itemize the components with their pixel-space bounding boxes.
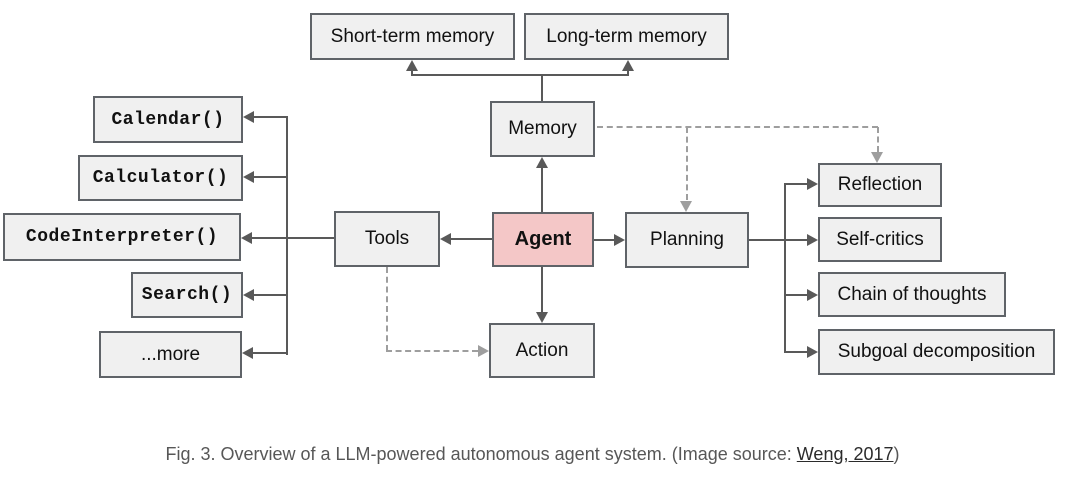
caption-source-link[interactable]: Weng, 2017	[796, 444, 894, 464]
edge-tools-code-interpreter-line	[250, 237, 334, 239]
edge-agent-action-line	[541, 267, 543, 313]
dashed-edge-memory-planning	[686, 127, 688, 200]
arrowhead-to-memory	[536, 157, 548, 168]
node-agent: Agent	[492, 212, 594, 267]
edge-planning-trunk-line	[749, 239, 786, 241]
edge-memory-trunk-line	[541, 74, 543, 101]
arrowhead-to-reflection	[807, 178, 818, 190]
edge-planning-subgoal-line	[786, 351, 809, 353]
edge-agent-memory-line	[541, 166, 543, 212]
node-planning: Planning	[625, 212, 749, 268]
dashed-arrowhead-to-reflection	[871, 152, 883, 163]
edge-tools-search-line	[252, 294, 288, 296]
arrowhead-to-planning	[614, 234, 625, 246]
arrowhead-to-self-critics	[807, 234, 818, 246]
edge-agent-planning-line	[594, 239, 616, 241]
figure-caption: Fig. 3. Overview of a LLM-powered autono…	[0, 444, 1065, 465]
caption-prefix: Fig. 3. Overview of a LLM-powered autono…	[165, 444, 797, 464]
arrowhead-to-chain-of-thoughts	[807, 289, 818, 301]
node-code-interpreter: CodeInterpreter()	[3, 213, 241, 261]
node-reflection: Reflection	[818, 163, 942, 207]
node-action: Action	[489, 323, 595, 378]
edge-tools-calculator-line	[252, 176, 288, 178]
node-more: ...more	[99, 331, 242, 378]
node-search: Search()	[131, 272, 243, 318]
node-subgoal-decomposition: Subgoal decomposition	[818, 329, 1055, 375]
arrowhead-to-calendar	[243, 111, 254, 123]
arrowhead-to-subgoal-decomposition	[807, 346, 818, 358]
edge-memory-long-term-line	[627, 68, 629, 76]
dashed-edge-memory-reflection	[877, 127, 879, 152]
node-chain-of-thoughts: Chain of thoughts	[818, 272, 1006, 317]
arrowhead-to-calculator	[243, 171, 254, 183]
arrowhead-to-long-term-memory	[622, 60, 634, 71]
edge-tools-trunk-line	[286, 116, 288, 355]
arrowhead-to-code-interpreter	[241, 232, 252, 244]
edge-planning-chain-line	[786, 294, 809, 296]
node-short-term-memory: Short-term memory	[310, 13, 515, 60]
node-memory: Memory	[490, 101, 595, 157]
edge-agent-tools-line	[449, 238, 492, 240]
dashed-edge-tools-action-vertical	[386, 267, 388, 351]
edge-tools-more-line	[251, 352, 288, 354]
caption-suffix: )	[893, 444, 900, 464]
dashed-edge-tools-action-horizontal	[386, 350, 478, 352]
edge-memory-short-term-line	[411, 68, 413, 76]
node-calculator: Calculator()	[78, 155, 243, 201]
dashed-arrowhead-to-action	[478, 345, 489, 357]
node-long-term-memory: Long-term memory	[524, 13, 729, 60]
edge-planning-self-critics-line	[786, 239, 809, 241]
edge-planning-branch-line	[784, 183, 786, 353]
edge-planning-reflection-line	[786, 183, 809, 185]
arrowhead-to-action	[536, 312, 548, 323]
dashed-arrowhead-to-planning	[680, 201, 692, 212]
dashed-edge-memory-horizontal	[597, 126, 878, 128]
arrowhead-to-search	[243, 289, 254, 301]
arrowhead-to-short-term-memory	[406, 60, 418, 71]
edge-memory-split-line	[411, 74, 629, 76]
node-tools: Tools	[334, 211, 440, 267]
arrowhead-to-tools	[440, 233, 451, 245]
node-calendar: Calendar()	[93, 96, 243, 143]
node-self-critics: Self-critics	[818, 217, 942, 262]
edge-tools-calendar-line	[252, 116, 288, 118]
arrowhead-to-more	[242, 347, 253, 359]
